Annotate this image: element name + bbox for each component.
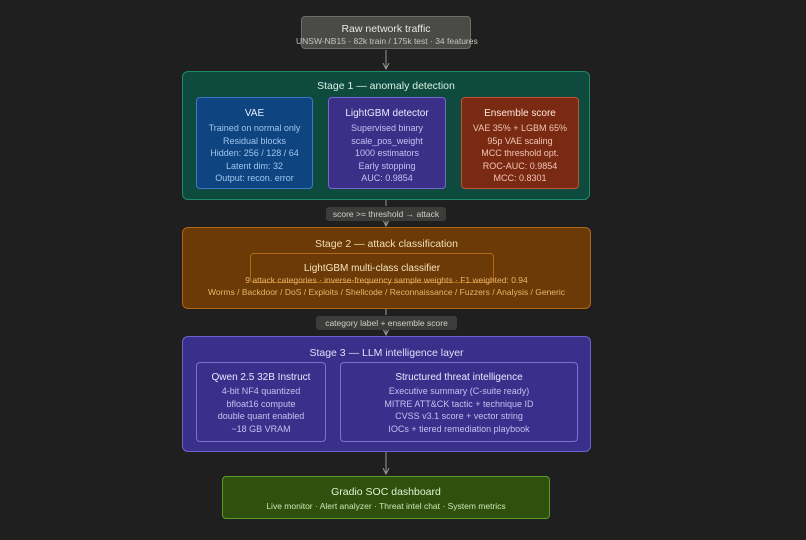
vae-line: Trained on normal only [208, 123, 301, 133]
category-label: category label + ensemble score [316, 316, 457, 330]
vae-node: VAE Trained on normal only Residual bloc… [196, 97, 313, 189]
lgbm-line: Supervised binary [350, 123, 424, 133]
threat-intel-line: MITRE ATT&CK tactic + technique ID [384, 398, 534, 409]
vae-line: Output: recon. error [215, 173, 294, 183]
lgbm-line: scale_pos_weight [351, 135, 423, 146]
qwen-line: ~18 GB VRAM [231, 423, 291, 434]
threat-intel-title: Structured threat intelligence [395, 372, 523, 383]
stage2-title: Stage 2 — attack classification [315, 238, 458, 250]
stage1-title: Stage 1 — anomaly detection [317, 80, 455, 92]
ensemble-score-node: Ensemble score VAE 35% + LGBM 65% 95p VA… [461, 97, 579, 189]
stage1-container: Stage 1 — anomaly detection VAE Trained … [182, 71, 590, 200]
raw-traffic-subtitle: UNSW-NB15 · 82k train / 175k test · 34 f… [296, 36, 478, 46]
vae-line: Hidden: 256 / 128 / 64 [210, 148, 299, 158]
stage3-title: Stage 3 — LLM intelligence layer [309, 347, 464, 359]
threat-intel-line: IOCs + tiered remediation playbook [388, 423, 530, 434]
ensemble-line: ROC-AUC: 0.9854 [482, 160, 558, 171]
threat-intel-line: CVSS v3.1 score + vector string [395, 411, 523, 421]
threat-intel-node: Structured threat intelligence Executive… [340, 362, 578, 442]
qwen-node: Qwen 2.5 32B Instruct 4-bit NF4 quantize… [196, 362, 326, 442]
ensemble-line: MCC threshold opt. [481, 148, 559, 158]
threshold-label: score >= threshold → attack [326, 207, 446, 221]
vae-title: VAE [244, 108, 265, 119]
multiclass-classifier-node: LightGBM multi-class classifier [250, 253, 494, 283]
multiclass-classifier-title: LightGBM multi-class classifier [303, 263, 441, 274]
soc-dashboard-subtitle: Live monitor · Alert analyzer · Threat i… [266, 501, 506, 511]
qwen-line: double quant enabled [217, 411, 305, 421]
lgbm-line: Early stopping [358, 160, 416, 171]
ensemble-line: 95p VAE scaling [487, 135, 553, 146]
qwen-line: 4-bit NF4 quantized [221, 386, 301, 396]
soc-dashboard-title: Gradio SOC dashboard [331, 486, 441, 498]
threat-intel-line: Executive summary (C-suite ready) [388, 386, 530, 396]
ensemble-line: VAE 35% + LGBM 65% [472, 123, 568, 133]
stage2-categories: Worms / Backdoor / DoS / Exploits / Shel… [208, 287, 565, 297]
lgbm-detector-node: LightGBM detector Supervised binary scal… [328, 97, 446, 189]
stage3-container: Stage 3 — LLM intelligence layer Qwen 2.… [182, 336, 591, 452]
ensemble-line: MCC: 0.8301 [493, 173, 547, 183]
stage2-container: Stage 2 — attack classification LightGBM… [182, 227, 591, 309]
soc-dashboard-node: Gradio SOC dashboard Live monitor · Aler… [222, 476, 550, 519]
lgbm-line: AUC: 0.9854 [361, 173, 413, 183]
ensemble-score-title: Ensemble score [484, 108, 556, 119]
stage2-details: 9 attack categories · inverse-frequency … [245, 275, 528, 285]
qwen-line: bfloat16 compute [226, 398, 296, 409]
qwen-title: Qwen 2.5 32B Instruct [211, 372, 311, 383]
raw-traffic-title: Raw network traffic [341, 23, 431, 35]
vae-line: Latent dim: 32 [225, 160, 284, 171]
vae-line: Residual blocks [222, 135, 287, 146]
raw-traffic-node: Raw network traffic UNSW-NB15 · 82k trai… [296, 16, 478, 49]
lgbm-detector-title: LightGBM detector [345, 108, 429, 119]
lgbm-line: 1000 estimators [354, 148, 420, 158]
